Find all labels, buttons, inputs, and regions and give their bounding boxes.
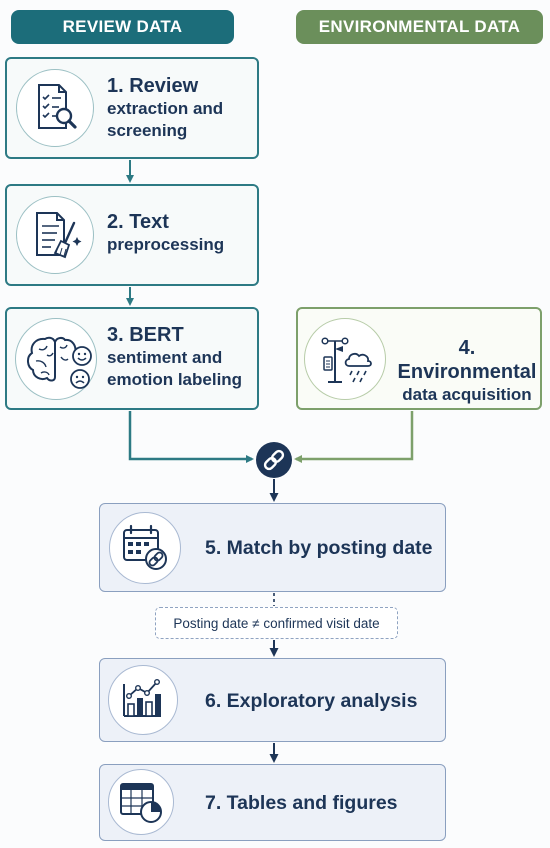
date-caveat-note: Posting date ≠ confirmed visit date [155, 607, 398, 639]
step-5-icon-circle [109, 512, 181, 584]
step-6-label: 6. Exploratory analysis [205, 690, 418, 712]
step-4-label: 4. Environmental data acquisition [394, 336, 540, 406]
step-3-title: 3. BERT [107, 324, 184, 346]
step-7-box: 7. Tables and figures [99, 764, 446, 841]
step-4-title: 4. Environmental [397, 337, 537, 383]
step-1-box: 1. Review extraction and screening [5, 57, 259, 159]
step-2-icon-circle [16, 196, 94, 274]
arrow-3-to-link [128, 411, 254, 463]
step-4-box: 4. Environmental data acquisition [296, 307, 542, 410]
arrow-4-to-link [294, 411, 414, 463]
document-magnifier-icon [38, 84, 77, 129]
step-2-subtitle: preprocessing [107, 235, 225, 254]
environmental-data-header: ENVIRONMENTAL DATA [296, 10, 543, 44]
step-5-label: 5. Match by posting date [205, 537, 433, 559]
step-1-subtitle: extraction and screening [107, 99, 224, 140]
weather-station-icon [321, 337, 372, 383]
table-pie-icon [120, 783, 162, 823]
step-1-icon-circle [16, 69, 94, 147]
step-4-icon-circle [304, 318, 386, 400]
step-7-icon-circle [108, 769, 174, 835]
step-3-label: 3. BERT sentiment and emotion labeling [107, 323, 257, 391]
chain-link-icon [263, 449, 285, 471]
calendar-link-icon [123, 524, 167, 570]
brain-emotions-icon [27, 336, 92, 389]
step-2-label: 2. Text preprocessing [107, 210, 257, 256]
step-1-label: 1. Review extraction and screening [107, 74, 257, 142]
step-1-title: 1. Review [107, 75, 199, 97]
step-6-box: 6. Exploratory analysis [99, 658, 446, 742]
step-7-label: 7. Tables and figures [205, 792, 398, 814]
step-5-box: 5. Match by posting date [99, 503, 446, 592]
merge-link-node [256, 442, 292, 478]
step-2-box: 2. Text preprocessing [5, 184, 259, 286]
bar-line-chart-icon [123, 678, 161, 717]
step-3-icon-circle [15, 318, 97, 400]
step-2-title: 2. Text [107, 211, 169, 233]
document-broom-icon [36, 212, 82, 259]
step-3-box: 3. BERT sentiment and emotion labeling [5, 307, 259, 410]
step-6-icon-circle [108, 665, 178, 735]
step-3-subtitle: sentiment and emotion labeling [107, 348, 243, 389]
step-4-subtitle: data acquisition [402, 385, 532, 404]
review-data-header: REVIEW DATA [11, 10, 234, 44]
